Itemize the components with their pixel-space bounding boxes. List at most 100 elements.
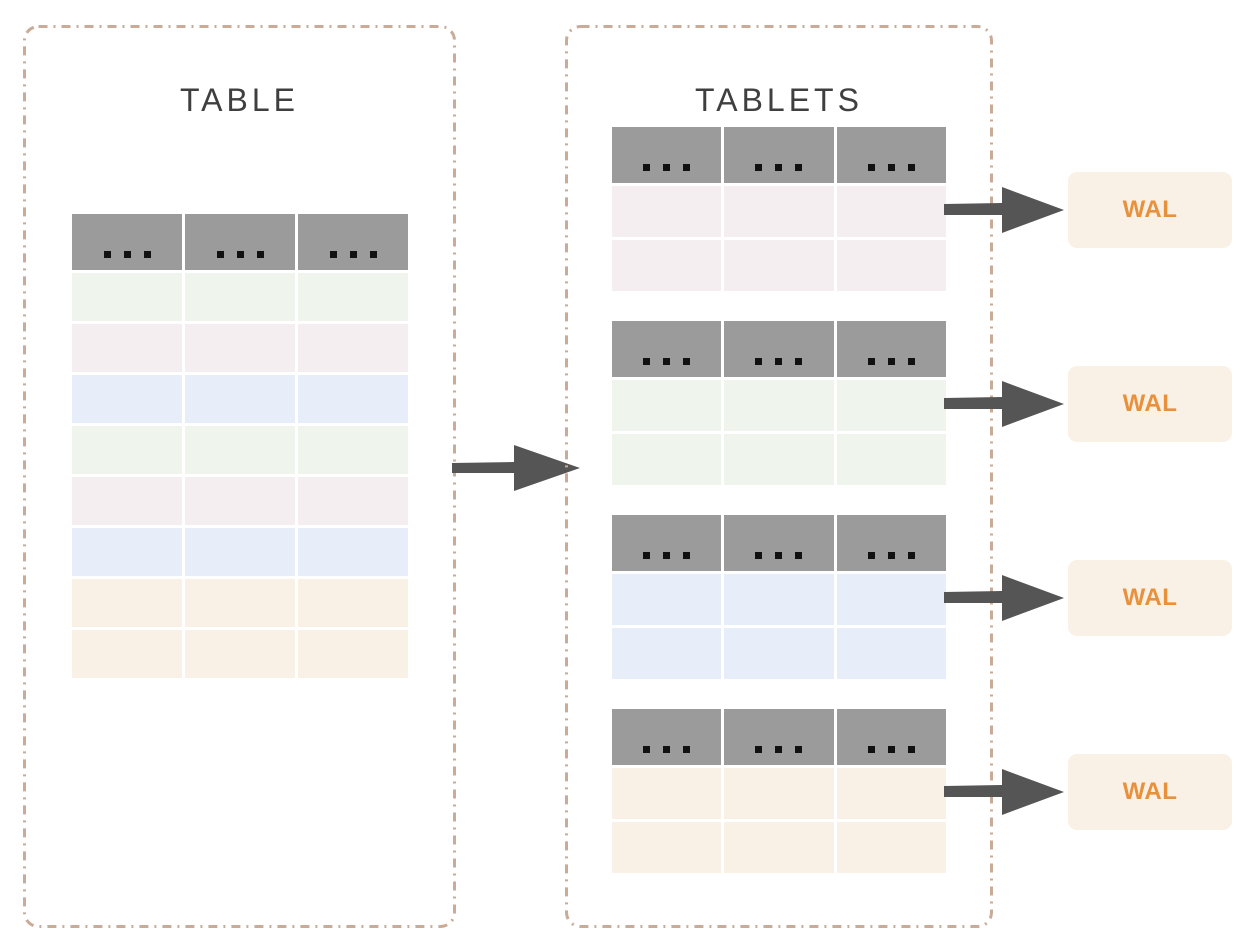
tablet-header-cell bbox=[612, 127, 722, 183]
ellipsis-dots-icon bbox=[103, 251, 151, 258]
tablet-to-wal-arrow bbox=[944, 575, 1064, 621]
table-to-tablets-arrow bbox=[452, 445, 580, 491]
tablet-header-cell bbox=[724, 127, 834, 183]
table-cell bbox=[298, 273, 408, 321]
tablet-cell bbox=[612, 628, 722, 679]
tablet-header-cell bbox=[836, 321, 946, 377]
table-header-cell bbox=[72, 214, 182, 270]
tablet-row bbox=[612, 186, 946, 237]
tablet-cell bbox=[836, 628, 946, 679]
tablet-1 bbox=[612, 127, 946, 291]
table-cell bbox=[72, 630, 182, 678]
tablet-cell bbox=[836, 434, 946, 485]
tablet-cell bbox=[836, 240, 946, 291]
ellipsis-dots-icon bbox=[643, 746, 691, 753]
table-cell bbox=[72, 528, 182, 576]
tablet-4 bbox=[612, 709, 946, 873]
wal-box[interactable]: WAL bbox=[1068, 172, 1232, 248]
tablet-cell bbox=[724, 434, 834, 485]
tablet-cell bbox=[612, 240, 722, 291]
ellipsis-dots-icon bbox=[867, 746, 915, 753]
tablet-cell bbox=[612, 574, 722, 625]
tablet-2 bbox=[612, 321, 946, 485]
table-cell bbox=[185, 579, 295, 627]
table-cell bbox=[185, 630, 295, 678]
tablet-3 bbox=[612, 515, 946, 679]
table-cell bbox=[72, 375, 182, 423]
tablet-cell bbox=[724, 240, 834, 291]
ellipsis-dots-icon bbox=[643, 164, 691, 171]
ellipsis-dots-icon bbox=[329, 251, 377, 258]
tablet-cell bbox=[612, 434, 722, 485]
table-cell bbox=[72, 324, 182, 372]
ellipsis-dots-icon bbox=[755, 552, 803, 559]
tablet-row bbox=[612, 240, 946, 291]
table-cell bbox=[298, 426, 408, 474]
ellipsis-dots-icon bbox=[216, 251, 264, 258]
ellipsis-dots-icon bbox=[867, 552, 915, 559]
tablet-row bbox=[612, 380, 946, 431]
table-cell bbox=[185, 375, 295, 423]
tablet-cell bbox=[836, 822, 946, 873]
table-cell bbox=[298, 579, 408, 627]
table-cell bbox=[298, 630, 408, 678]
tablet-cell bbox=[612, 768, 722, 819]
tablet-cell bbox=[836, 380, 946, 431]
table-header-row bbox=[72, 214, 408, 270]
table-header-cell bbox=[185, 214, 295, 270]
table-row bbox=[72, 375, 408, 423]
tablet-row bbox=[612, 768, 946, 819]
tablet-cell bbox=[724, 768, 834, 819]
wal-box[interactable]: WAL bbox=[1068, 366, 1232, 442]
ellipsis-dots-icon bbox=[867, 358, 915, 365]
tablet-cell bbox=[724, 574, 834, 625]
ellipsis-dots-icon bbox=[643, 552, 691, 559]
table-row bbox=[72, 426, 408, 474]
tablet-header-cell bbox=[724, 515, 834, 571]
wal-box[interactable]: WAL bbox=[1068, 560, 1232, 636]
table-cell bbox=[72, 477, 182, 525]
ellipsis-dots-icon bbox=[643, 358, 691, 365]
wal-box[interactable]: WAL bbox=[1068, 754, 1232, 830]
source-table bbox=[72, 214, 408, 678]
tablets-panel-title: TABLETS bbox=[695, 82, 863, 118]
tablet-cell bbox=[724, 186, 834, 237]
tablet-cell bbox=[724, 380, 834, 431]
tablet-header-row bbox=[612, 515, 946, 571]
table-cell bbox=[298, 477, 408, 525]
tablet-header-row bbox=[612, 709, 946, 765]
table-cell bbox=[185, 273, 295, 321]
table-cell bbox=[298, 528, 408, 576]
table-cell bbox=[298, 324, 408, 372]
tablet-header-cell bbox=[724, 709, 834, 765]
tablet-header-row bbox=[612, 127, 946, 183]
table-row bbox=[72, 630, 408, 678]
table-row bbox=[72, 477, 408, 525]
tablet-header-cell bbox=[612, 515, 722, 571]
table-row bbox=[72, 324, 408, 372]
tablet-to-wal-arrow bbox=[944, 381, 1064, 427]
tablet-cell bbox=[836, 186, 946, 237]
table-cell bbox=[72, 426, 182, 474]
tablet-cell bbox=[612, 380, 722, 431]
table-cell bbox=[185, 426, 295, 474]
tablet-to-wal-arrow bbox=[944, 769, 1064, 815]
tablet-header-cell bbox=[836, 127, 946, 183]
table-cell bbox=[72, 273, 182, 321]
tablet-to-wal-arrow bbox=[944, 187, 1064, 233]
tablet-header-cell bbox=[836, 709, 946, 765]
tablet-cell bbox=[612, 822, 722, 873]
ellipsis-dots-icon bbox=[867, 164, 915, 171]
table-row bbox=[72, 273, 408, 321]
tablet-row bbox=[612, 628, 946, 679]
ellipsis-dots-icon bbox=[755, 358, 803, 365]
tablet-row bbox=[612, 434, 946, 485]
tablet-header-cell bbox=[724, 321, 834, 377]
table-cell bbox=[185, 324, 295, 372]
tablet-header-cell bbox=[612, 709, 722, 765]
table-cell bbox=[298, 375, 408, 423]
tablet-cell bbox=[724, 822, 834, 873]
tablet-header-cell bbox=[836, 515, 946, 571]
tablet-cell bbox=[612, 186, 722, 237]
